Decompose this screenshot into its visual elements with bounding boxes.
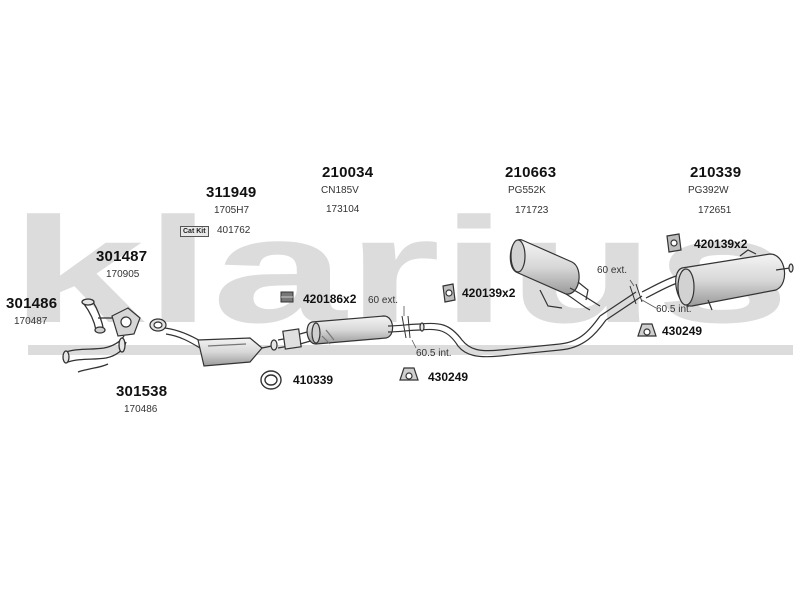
note-60-5-int-center: 60.5 int. <box>416 348 452 359</box>
middle-silencer-icon <box>277 315 421 350</box>
part-ref-pg392w: PG392W <box>688 185 729 196</box>
part-ref-170486: 170486 <box>124 404 158 415</box>
hanger-430249-icon <box>399 367 419 381</box>
rubber-mount-420139-icon <box>442 283 456 303</box>
part-number-210034: 210034 <box>322 164 374 181</box>
note-60-5-int-rear: 60.5 int. <box>656 304 692 315</box>
part-number-301487: 301487 <box>96 248 148 265</box>
intermediate-pipe-icon <box>419 315 607 358</box>
part-ref-1705h7: 1705H7 <box>214 205 250 216</box>
accessory-label-430249: 430249 <box>428 370 469 384</box>
note-60-ext-rear: 60 ext. <box>597 265 628 276</box>
part-ref-173104: 173104 <box>326 204 360 215</box>
clamp-420186-icon <box>280 291 294 303</box>
part-ref-pg552k: PG552K <box>508 185 546 196</box>
part-ref-401762: 401762 <box>217 225 251 236</box>
part-ref-170487: 170487 <box>14 316 48 327</box>
accessory-label-420139x2: 420139x2 <box>462 286 516 300</box>
accessory-label-430249-rear: 430249 <box>662 324 703 338</box>
cat-kit-badge: Cat Kit <box>180 226 209 237</box>
part-number-301486: 301486 <box>6 295 58 312</box>
part-ref-170905: 170905 <box>106 269 140 280</box>
part-number-210339: 210339 <box>690 164 742 181</box>
accessory-label-420139x2-rear: 420139x2 <box>694 237 748 251</box>
flange-clamp-icon <box>111 307 167 337</box>
hanger-430249-rear-icon <box>637 323 657 337</box>
front-box-silencer-icon <box>509 239 643 321</box>
part-number-311949: 311949 <box>206 184 257 201</box>
catalytic-converter-icon <box>164 327 278 367</box>
note-60-ext-center: 60 ext. <box>368 295 399 306</box>
watermark-underline <box>28 345 793 355</box>
part-ref-172651: 172651 <box>698 205 732 216</box>
part-ref-171723: 171723 <box>515 205 549 216</box>
note-leader-lines <box>403 279 657 349</box>
rubber-mount-420139-rear-icon <box>666 233 682 253</box>
part-number-210663: 210663 <box>505 164 557 181</box>
front-pipe-icon <box>62 298 127 373</box>
accessory-label-410339: 410339 <box>293 373 334 387</box>
rear-silencer-icon <box>641 249 794 311</box>
part-ref-cn185v: CN185V <box>321 185 359 196</box>
part-number-301538: 301538 <box>116 383 168 400</box>
accessory-label-420186x2: 420186x2 <box>303 292 357 306</box>
gasket-ring-410339-icon <box>260 370 282 390</box>
